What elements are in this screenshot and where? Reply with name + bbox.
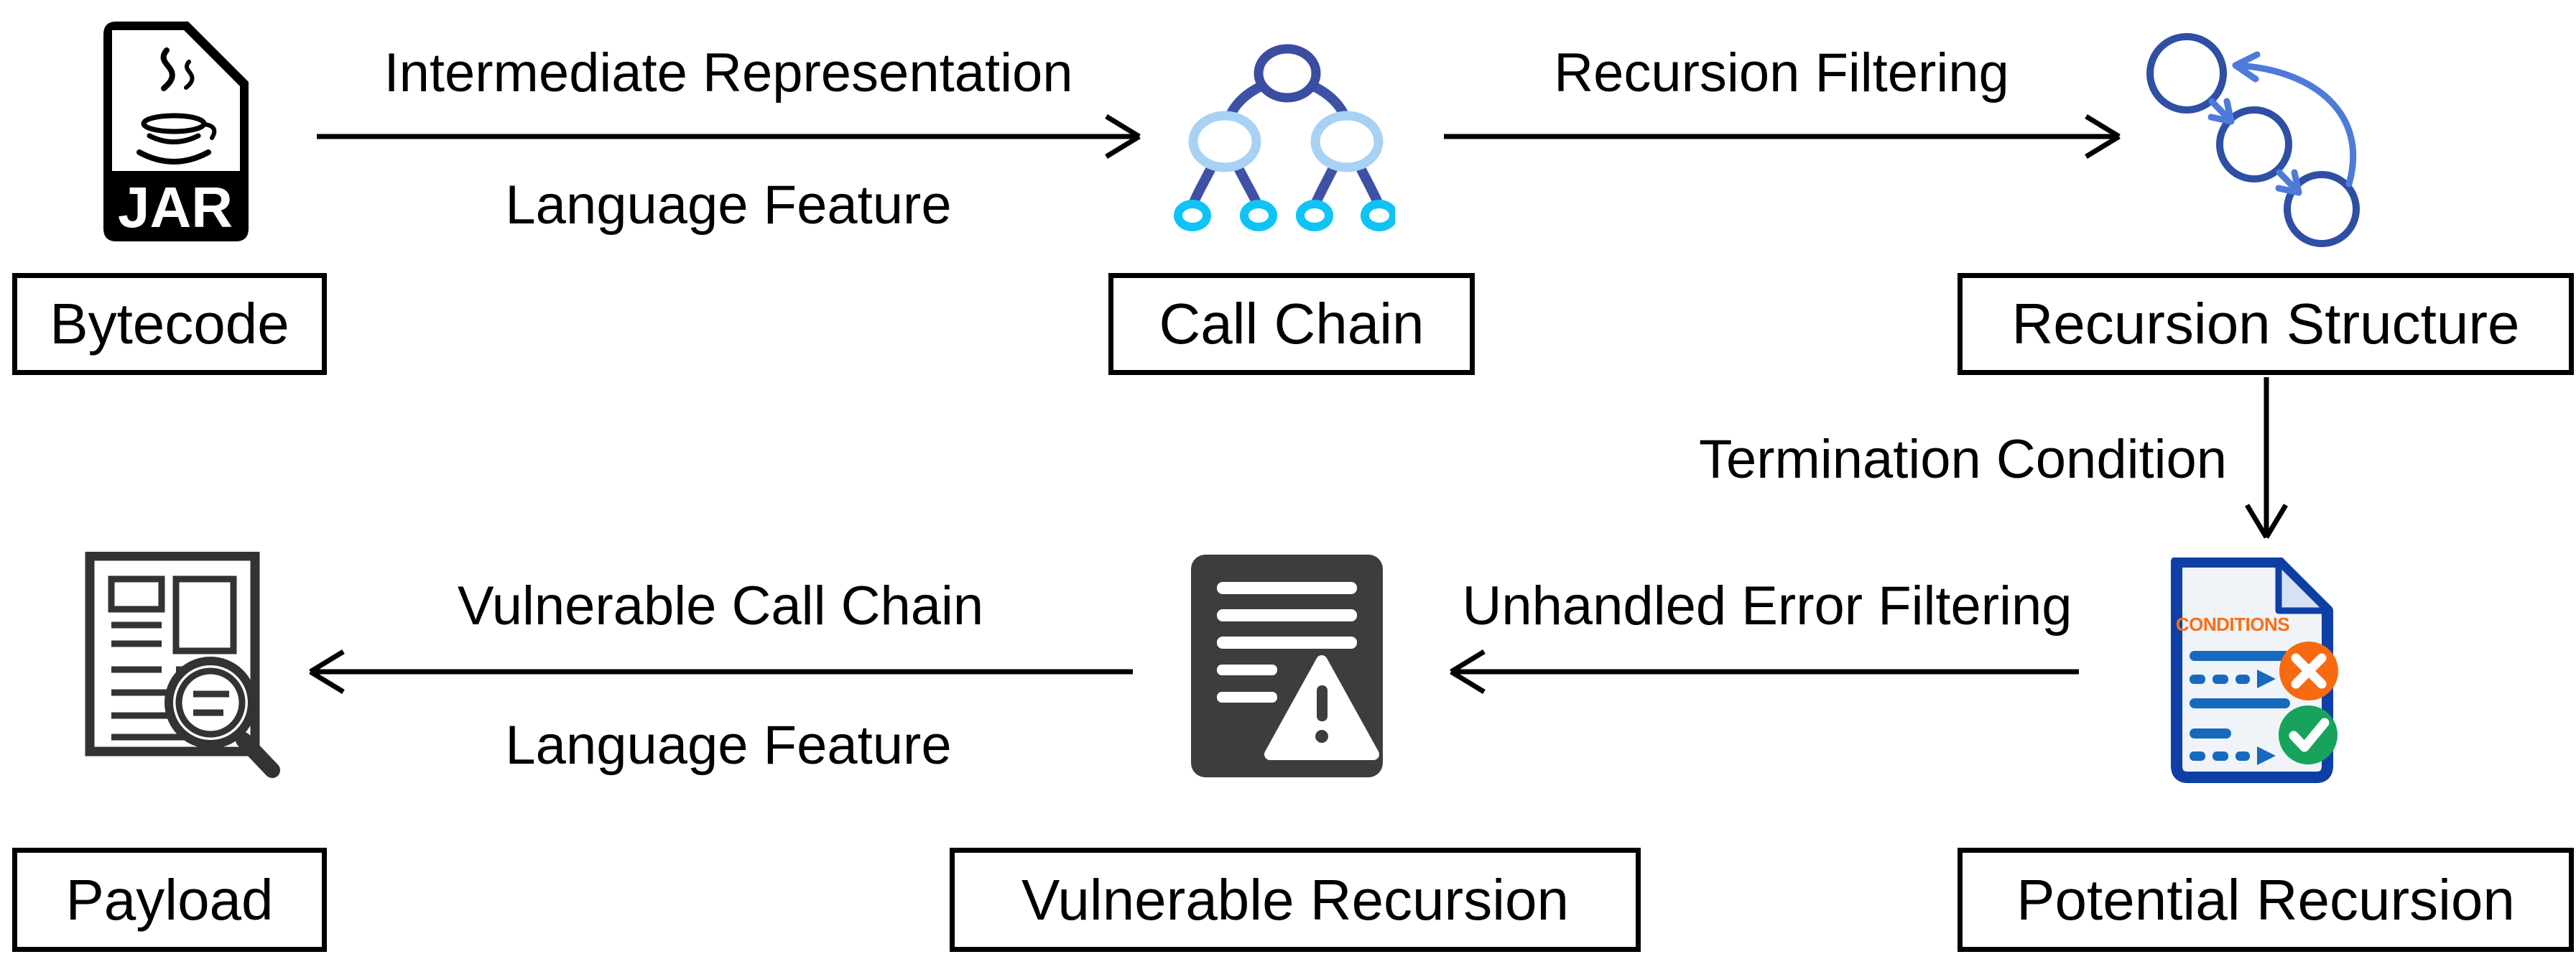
tree-leaf-node: [1240, 200, 1277, 231]
edge-label-intermediate-representation: Intermediate Representation: [384, 42, 1073, 103]
tree-leaf-node: [1296, 200, 1333, 231]
dashed-arrow-row: [2190, 670, 2276, 688]
arrow-recursion-structure-to-potential-recursion: [2244, 377, 2289, 539]
call-chain-tree-icon: [1174, 44, 1395, 231]
node-box-call-chain: Call Chain: [1108, 273, 1475, 375]
edge-label-language-feature-top: Language Feature: [505, 175, 952, 236]
conditions-title: CONDITIONS: [2176, 614, 2289, 635]
warning-document-icon: [1191, 555, 1383, 777]
node-box-payload: Payload: [12, 848, 327, 952]
tree-leaf-node: [1174, 200, 1211, 231]
tree-root-node: [1254, 44, 1321, 103]
node-box-recursion-structure: Recursion Structure: [1958, 273, 2574, 375]
edge-label-unhandled-error-filtering: Unhandled Error Filtering: [1462, 575, 2072, 637]
check-badge-icon: [2279, 705, 2338, 764]
edge-label-recursion-filtering: Recursion Filtering: [1554, 42, 2009, 103]
tree-leaf-node: [1361, 200, 1395, 231]
magnifier-icon: [165, 657, 280, 778]
payload-document-icon: [85, 552, 280, 778]
node-box-vulnerable-recursion: Vulnerable Recursion: [950, 848, 1641, 952]
arrow-vulnerable-recursion-to-payload: [309, 649, 1133, 694]
arrow-bytecode-to-call-chain: [317, 114, 1141, 159]
cross-badge-icon: [2279, 642, 2338, 700]
jar-file-label: JAR: [118, 175, 233, 239]
jar-file-icon: JAR: [103, 22, 249, 241]
edge-label-termination-condition: Termination Condition: [1698, 429, 2227, 490]
recursion-node: [2284, 171, 2360, 247]
recursion-node: [2216, 106, 2292, 182]
node-box-bytecode: Bytecode: [12, 273, 327, 375]
edge-label-language-feature-bottom: Language Feature: [505, 715, 952, 776]
recursion-structure-icon: [2146, 33, 2360, 247]
node-box-potential-recursion: Potential Recursion: [1958, 848, 2574, 952]
dashed-arrow-row: [2190, 746, 2276, 765]
conditions-document-icon: CONDITIONS: [2171, 557, 2338, 783]
arrow-call-chain-to-recursion-structure: [1444, 114, 2121, 159]
recursion-node: [2146, 33, 2227, 114]
jar-file-page: [112, 30, 240, 171]
warning-triangle-icon: [1264, 655, 1379, 760]
arrow-potential-recursion-to-vulnerable-recursion: [1450, 649, 2079, 694]
folded-corner-icon: [2275, 558, 2331, 614]
tree-mid-node: [1188, 111, 1261, 172]
tree-mid-node: [1310, 111, 1384, 172]
edge-label-vulnerable-call-chain: Vulnerable Call Chain: [457, 575, 984, 637]
java-cup-icon: [136, 47, 217, 165]
